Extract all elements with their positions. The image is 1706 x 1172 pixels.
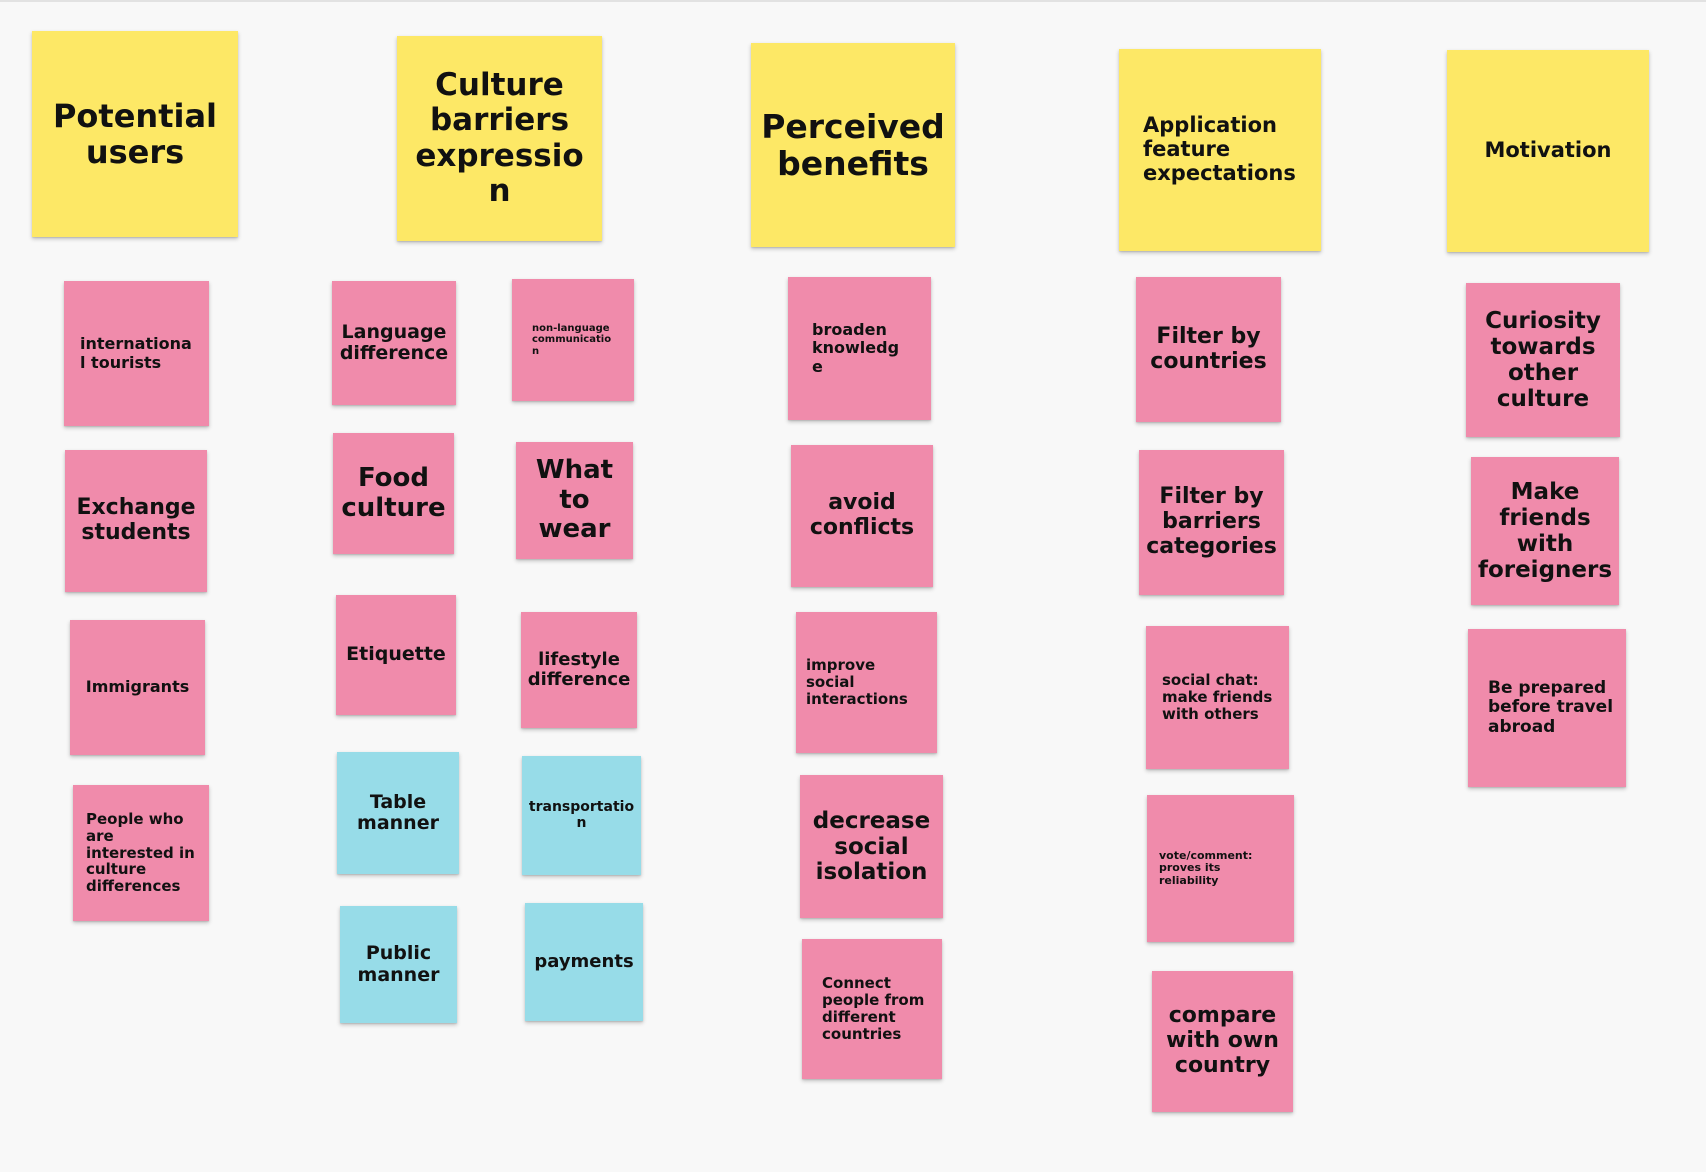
sticky-note-be-prepared[interactable]: Be prepared before travel abroad: [1468, 629, 1626, 787]
sticky-note-etiquette[interactable]: Etiquette: [336, 595, 456, 715]
sticky-note-connect-people[interactable]: Connect people from different countries: [802, 939, 942, 1079]
header-note-potential-users[interactable]: Potential users: [32, 31, 238, 237]
note-text: lifestyle difference: [527, 648, 631, 690]
sticky-note-decrease-social-isolation[interactable]: decrease social isolation: [800, 775, 943, 918]
note-text: What to wear: [535, 455, 614, 545]
note-text: Etiquette: [346, 643, 446, 666]
sticky-note-public-manner[interactable]: Public manner: [340, 906, 457, 1023]
note-text: non-language communication: [532, 323, 612, 357]
sticky-note-what-to-wear[interactable]: What to wear: [516, 442, 633, 559]
sticky-note-curiosity[interactable]: Curiosity towards other culture: [1466, 283, 1620, 437]
note-text: Perceived benefits: [761, 106, 945, 183]
header-note-application-feature-expectations[interactable]: Application feature expectations: [1119, 49, 1321, 251]
note-text: Motivation: [1484, 138, 1612, 163]
note-text: Make friends with foreigners: [1477, 479, 1613, 583]
note-text: social chat: make friends with others: [1162, 671, 1273, 723]
note-text: Exchange students: [76, 495, 196, 545]
sticky-note-people-interested[interactable]: People who are interested in culture dif…: [73, 785, 209, 921]
note-text: Culture barriers expression: [415, 67, 584, 209]
note-text: Connect people from different countries: [822, 974, 925, 1043]
sticky-note-food-culture[interactable]: Food culture: [333, 433, 454, 554]
sticky-note-immigrants[interactable]: Immigrants: [70, 620, 205, 755]
sticky-note-compare-with-own-country[interactable]: compare with own country: [1152, 971, 1293, 1112]
sticky-note-payments[interactable]: payments: [525, 903, 643, 1021]
note-text: People who are interested in culture dif…: [86, 809, 195, 896]
note-text: Filter by countries: [1150, 323, 1267, 374]
note-text: Immigrants: [85, 677, 190, 697]
sticky-note-language-difference[interactable]: Language difference: [332, 281, 456, 405]
note-text: international tourists: [80, 334, 192, 372]
sticky-note-filter-by-countries[interactable]: Filter by countries: [1136, 277, 1281, 422]
note-text: broaden knowledge: [812, 320, 900, 376]
note-text: payments: [534, 950, 634, 972]
sticky-note-filter-by-barriers[interactable]: Filter by barriers categories: [1139, 450, 1284, 595]
sticky-note-vote-comment[interactable]: vote/comment: proves its reliability: [1147, 795, 1294, 942]
sticky-note-international-tourists[interactable]: international tourists: [64, 281, 209, 426]
note-text: avoid conflicts: [809, 490, 915, 540]
sticky-note-table-manner[interactable]: Table manner: [337, 752, 459, 874]
note-text: decrease social isolation: [812, 807, 931, 886]
note-text: Public manner: [357, 942, 440, 986]
sticky-note-transportation[interactable]: transportation: [522, 756, 641, 875]
sticky-note-improve-social-interactions[interactable]: improve social interactions: [796, 612, 937, 753]
sticky-note-make-friends[interactable]: Make friends with foreigners: [1471, 457, 1619, 605]
sticky-note-non-language-communication[interactable]: non-language communication: [512, 279, 634, 401]
sticky-note-exchange-students[interactable]: Exchange students: [65, 450, 207, 592]
note-text: vote/comment: proves its reliability: [1159, 848, 1253, 887]
header-note-motivation[interactable]: Motivation: [1447, 50, 1649, 252]
header-note-culture-barriers[interactable]: Culture barriers expression: [397, 36, 602, 241]
note-text: improve social interactions: [806, 656, 908, 708]
note-text: transportation: [528, 798, 635, 831]
header-note-perceived-benefits[interactable]: Perceived benefits: [751, 43, 955, 247]
sticky-note-broaden-knowledge[interactable]: broaden knowledge: [788, 277, 931, 420]
note-text: Potential users: [52, 96, 218, 171]
sticky-note-lifestyle-difference[interactable]: lifestyle difference: [521, 612, 637, 728]
note-text: Curiosity towards other culture: [1485, 308, 1601, 412]
note-text: Language difference: [339, 320, 449, 364]
sticky-note-avoid-conflicts[interactable]: avoid conflicts: [791, 445, 933, 587]
note-text: Application feature expectations: [1143, 113, 1296, 185]
sticky-note-social-chat[interactable]: social chat: make friends with others: [1146, 626, 1289, 769]
note-text: Be prepared before travel abroad: [1488, 678, 1614, 737]
note-text: Food culture: [341, 463, 446, 523]
note-text: Filter by barriers categories: [1146, 484, 1277, 559]
note-text: Table manner: [357, 790, 439, 834]
note-text: compare with own country: [1166, 1003, 1279, 1078]
